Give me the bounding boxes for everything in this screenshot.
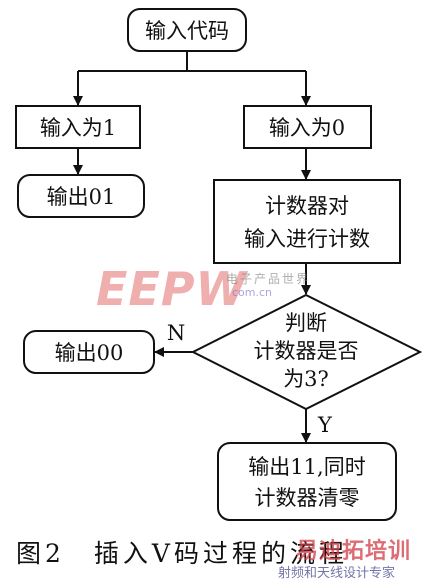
decision-line3: 为3? (283, 367, 329, 391)
output-yes-node (217, 442, 397, 521)
start-node-label: 输入代码 (145, 19, 229, 43)
watermark-site-url: com.cn (232, 286, 273, 299)
output-yes-line1: 输出11,同时 (248, 455, 365, 479)
watermark-site-cn: 电子产品世界 (226, 272, 311, 286)
output-left-node (17, 174, 145, 218)
watermark-bottom-tagline: 射频和天线设计专家 (278, 566, 396, 581)
output-no-label: 输出00 (55, 341, 124, 365)
branch-right-label: 输入为0 (269, 116, 345, 140)
output-left-label: 输出01 (47, 185, 116, 209)
watermark-logo: EEPW (96, 262, 248, 316)
branch-right-box (243, 105, 372, 149)
branch-left-box (15, 105, 141, 149)
yes-label: Y (317, 413, 333, 437)
no-label: N (167, 321, 185, 345)
counter-box-line1: 计数器对 (265, 194, 349, 218)
decision-line1: 判断 (285, 311, 327, 335)
counter-box-line2: 输入进行计数 (244, 227, 370, 251)
output-no-node (23, 330, 155, 374)
decision-line2: 计数器是否 (254, 339, 359, 363)
watermark-bottom-brand: 易迪拓培训 (296, 539, 412, 564)
branch-left-label: 输入为1 (40, 116, 116, 140)
output-yes-line2: 计数器清零 (255, 486, 360, 510)
figure-caption: 图2 插入V码过程的流程 (16, 539, 348, 568)
counter-box (213, 179, 401, 264)
